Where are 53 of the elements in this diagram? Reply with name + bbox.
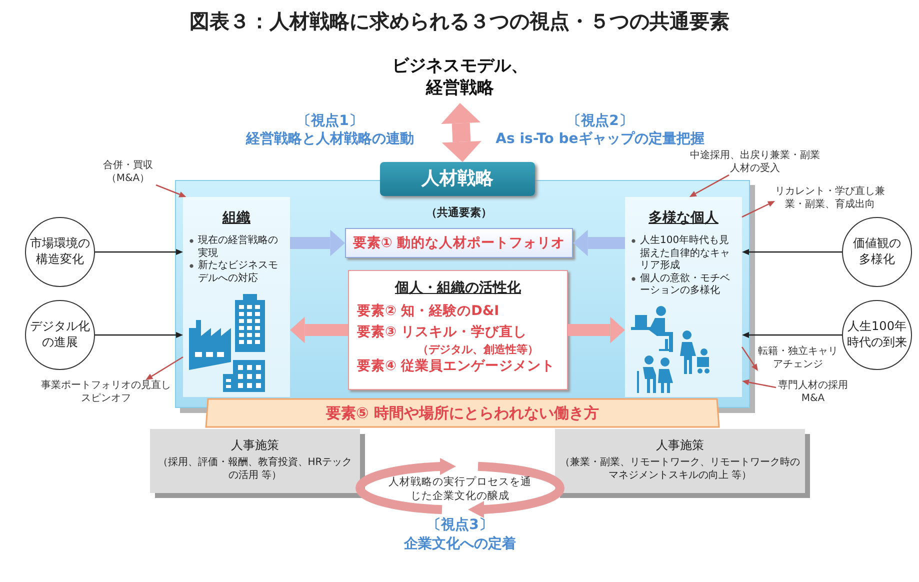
element-box bbox=[348, 270, 568, 390]
box-heading: 人事施策 bbox=[230, 437, 280, 454]
circle-text: 市場環境の構造変化 bbox=[29, 236, 91, 268]
annotation-text: 事業ポートフォリオの見直しスピンオフ bbox=[40, 380, 172, 405]
element-text: 要素④ 従業員エンゲージメント bbox=[356, 357, 556, 376]
panel-heading: 多様な個人 bbox=[648, 209, 720, 227]
annotation-text: リカレント・学び直し兼業・副業、育成出向 bbox=[775, 186, 885, 211]
arrow bbox=[742, 379, 776, 388]
arrow bbox=[742, 249, 842, 255]
cycle-caption: 人材戦略の実行プロセスを通じた企業文化の醸成 bbox=[388, 475, 532, 504]
title-tab: 人材戦略 bbox=[380, 162, 535, 196]
arrow bbox=[95, 249, 183, 255]
box-heading: 人事施策 bbox=[655, 437, 705, 454]
element-band bbox=[205, 398, 720, 428]
annotation-text: 合併・買収（M&A） bbox=[100, 160, 156, 185]
element-text: 要素③ リスキル・学び直し bbox=[356, 322, 528, 342]
individual-panel bbox=[625, 197, 742, 397]
arrow bbox=[146, 356, 184, 380]
diagram-title: 図表３：人材戦略に求められる３つの視点・５つの共通要素 bbox=[188, 8, 730, 35]
viewpoint-label: 〔視点3〕 bbox=[426, 516, 494, 534]
viewpoint-label: 〔視点2〕 bbox=[566, 112, 634, 130]
annotation-text: 中途採用、出戻り兼業・副業人材の受入 bbox=[690, 150, 820, 175]
measure-box bbox=[555, 429, 805, 493]
block-arrow bbox=[290, 316, 348, 344]
element-text: 要素① 動的な人材ポートフォリオ bbox=[352, 234, 566, 253]
arrow bbox=[741, 346, 758, 371]
arrow bbox=[156, 184, 186, 198]
viewpoint-text: As is-To beギャップの定量把握 bbox=[494, 130, 706, 148]
box-text: （兼業・副業、リモートワーク、リモートワーク時のマネジメントスキルの向上 等） bbox=[559, 456, 801, 482]
block-arrow bbox=[441, 103, 482, 162]
circle-text: 価値観の多様化 bbox=[852, 236, 902, 268]
circle-text: デジタル化の進展 bbox=[29, 319, 91, 351]
annotation-text: 転籍・独立キャリアチェンジ bbox=[758, 346, 838, 371]
annotation-text: 専門人材の採用M&A bbox=[776, 380, 850, 405]
arrow bbox=[742, 332, 842, 338]
strategy-heading: ビジネスモデル、経営戦略 bbox=[385, 55, 535, 103]
arrow bbox=[95, 332, 183, 338]
block-arrow bbox=[573, 230, 625, 256]
element-text: 要素② 知・経験のD&I bbox=[356, 302, 500, 321]
viewpoint-label: 〔視点1〕 bbox=[296, 112, 364, 130]
section-label: （共通要素） bbox=[425, 205, 493, 220]
element-text: 要素⑤ 時間や場所にとらわれない働き方 bbox=[326, 404, 599, 422]
circle-text: 人生100年時代の到来 bbox=[846, 319, 908, 351]
block-arrow bbox=[568, 316, 625, 344]
element-note: （デジタル、創造性等） bbox=[416, 342, 540, 356]
measure-box bbox=[150, 429, 360, 493]
box-text: （採用、評価・報酬、教育投資、HRテックの活用 等） bbox=[156, 456, 354, 482]
viewpoint-text: 経営戦略と人材戦略の連動 bbox=[244, 130, 415, 148]
panel-heading: 組織 bbox=[221, 209, 252, 227]
block-arrow bbox=[290, 230, 345, 256]
viewpoint-text: 企業文化への定着 bbox=[402, 535, 517, 553]
box-heading: 個人・組織の活性化 bbox=[394, 279, 522, 297]
organization-panel bbox=[183, 197, 290, 397]
